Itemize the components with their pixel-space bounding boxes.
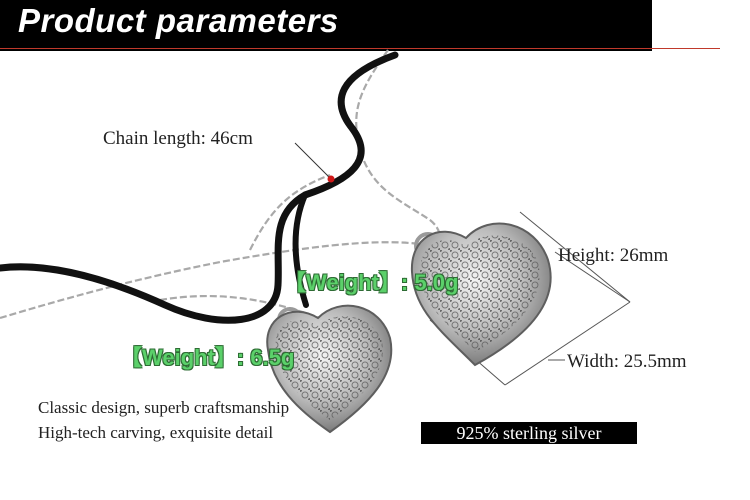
locket-large xyxy=(410,222,552,367)
description-line-1: Classic design, superb craftsmanship xyxy=(38,398,290,417)
description-line-2: High-tech carving, exquisite detail xyxy=(38,423,274,442)
header-accent-line xyxy=(0,48,720,49)
material-badge: 925% sterling silver xyxy=(421,422,637,444)
weight-label-small-locket: 【Weight】: 6.5g xyxy=(120,345,295,370)
locket-small xyxy=(266,304,393,434)
header-bar: Product parameters xyxy=(0,0,652,48)
chain-length-marker xyxy=(294,142,335,183)
black-cord xyxy=(0,51,399,324)
chain-length-label: Chain length: 46cm xyxy=(103,128,253,149)
width-label: Width: 25.5mm xyxy=(567,351,687,372)
page-title: Product parameters xyxy=(18,2,339,39)
header-underline xyxy=(0,49,652,51)
height-label: Height: 26mm xyxy=(558,245,669,266)
weight-label-large-locket: 【Weight】: 5.0g xyxy=(284,270,459,295)
